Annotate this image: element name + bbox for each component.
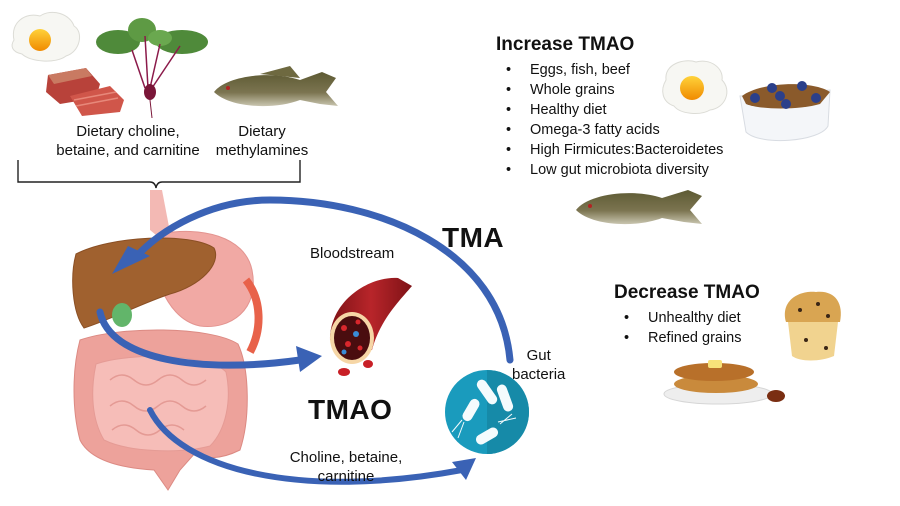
dietary-methylamines-label: Dietary methylamines [212, 122, 312, 160]
methylamines-label-line1: Dietary [238, 123, 286, 140]
list-item: Refined grains [624, 328, 760, 348]
list-item: Unhealthy diet [624, 308, 760, 328]
gut-bacteria-line1: Gut [526, 347, 551, 364]
tma-label: TMA [442, 222, 505, 253]
increase-tmao-list: Eggs, fish, beef Whole grains Healthy di… [496, 60, 723, 180]
grouping-brace [17, 160, 301, 189]
egg-illustration [11, 11, 81, 62]
increase-tmao-title: Increase TMAO [496, 34, 635, 55]
granola-bowl-illustration [739, 81, 831, 142]
beet-illustration [96, 18, 208, 119]
choline-label-line1: Dietary choline, [76, 123, 180, 140]
list-item: Whole grains [506, 80, 723, 100]
precursors-label: Choline, betaine, carnitine [276, 448, 416, 486]
increase-tmao-panel: Increase TMAO Eggs, fish, beef Whole gra… [496, 34, 723, 180]
bloodstream-label: Bloodstream [310, 245, 395, 262]
list-item: Eggs, fish, beef [506, 60, 723, 80]
arrowhead-liver [112, 246, 150, 274]
pathway-arrows [96, 196, 514, 485]
list-item: High Firmicutes:Bacteroidetes [506, 140, 723, 160]
esophagus [150, 190, 170, 240]
muffin-illustration [784, 291, 841, 361]
arrowhead-bacteria [452, 458, 476, 480]
fish-illustration-right [576, 190, 702, 225]
beef-illustration [46, 68, 124, 116]
arrow-tma-to-liver [131, 196, 514, 364]
gut-bacteria-illustration [445, 370, 529, 454]
list-item: Omega-3 fatty acids [506, 120, 723, 140]
precursors-line2: carnitine [317, 468, 375, 485]
dietary-choline-label: Dietary choline, betaine, and carnitine [28, 122, 228, 160]
blood-vessel-illustration [330, 277, 412, 376]
list-item: Healthy diet [506, 100, 723, 120]
gut-bacteria-line2: bacteria [512, 366, 566, 383]
arrow-liver-to-bloodstream [96, 308, 304, 369]
decrease-tmao-panel: Decrease TMAO Unhealthy diet Refined gra… [614, 282, 760, 348]
decrease-tmao-title: Decrease TMAO [614, 282, 760, 303]
arrowhead-bloodstream [296, 346, 322, 372]
pancakes-illustration [663, 360, 785, 405]
decrease-tmao-list: Unhealthy diet Refined grains [614, 308, 760, 348]
arrow-intestine-to-bacteria [147, 407, 465, 485]
fish-illustration [214, 66, 338, 107]
tmao-label: TMAO [308, 394, 393, 425]
gallbladder [112, 303, 132, 327]
list-item: Low gut microbiota diversity [506, 160, 723, 180]
choline-label-line2: betaine, and carnitine [56, 142, 200, 159]
methylamines-label-line2: methylamines [215, 142, 309, 159]
precursors-line1: Choline, betaine, [289, 449, 403, 466]
gut-bacteria-label: Gut bacteria [512, 346, 565, 384]
